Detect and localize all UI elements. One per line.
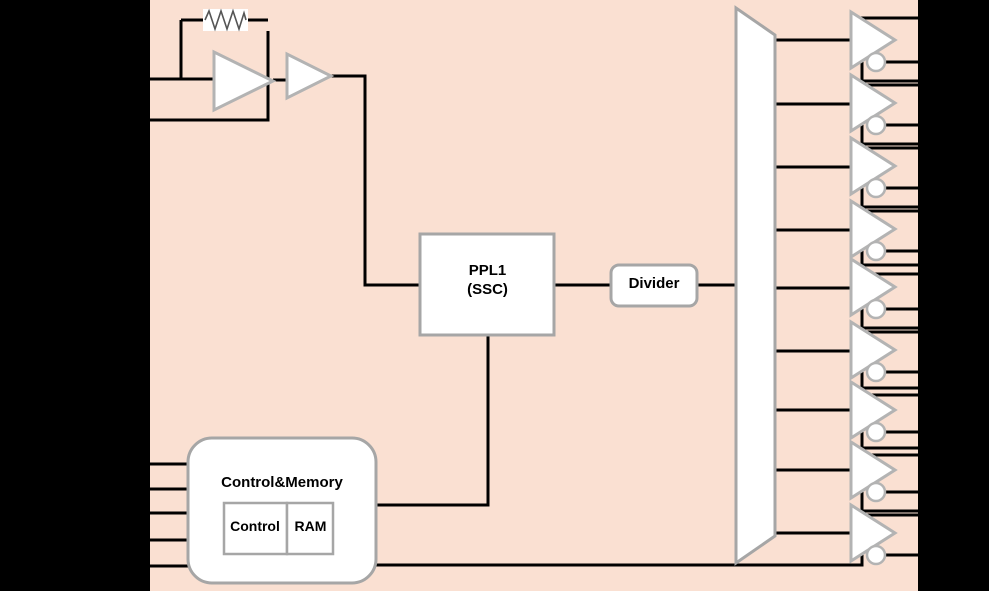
output-buffer-2[interactable] [849,72,898,136]
wire-pll-to-control [376,335,490,507]
wire-xout [150,31,270,122]
output-buffer-8[interactable] [849,439,898,503]
output-mux-trapezoid[interactable] [734,5,777,566]
output-buffer-5[interactable] [849,256,898,320]
divider-block[interactable] [609,263,699,308]
output-buffer-9[interactable] [849,502,898,566]
wire-buffer-to-pll [331,74,420,287]
oscillator-output-buffer [285,51,335,101]
output-buffer-7[interactable] [849,379,898,443]
output-buffer-4[interactable] [849,198,898,262]
control-sub-block[interactable] [222,501,289,556]
differential-output-buffers [849,9,898,566]
output-buffer-3[interactable] [849,135,898,199]
feedback-resistor [203,8,248,32]
ram-sub-block[interactable] [285,501,335,556]
output-buffer-6[interactable] [849,319,898,383]
pll1-block[interactable] [418,232,556,337]
output-buffer-1[interactable] [849,9,898,73]
oscillator-inverter-amp [212,49,277,113]
